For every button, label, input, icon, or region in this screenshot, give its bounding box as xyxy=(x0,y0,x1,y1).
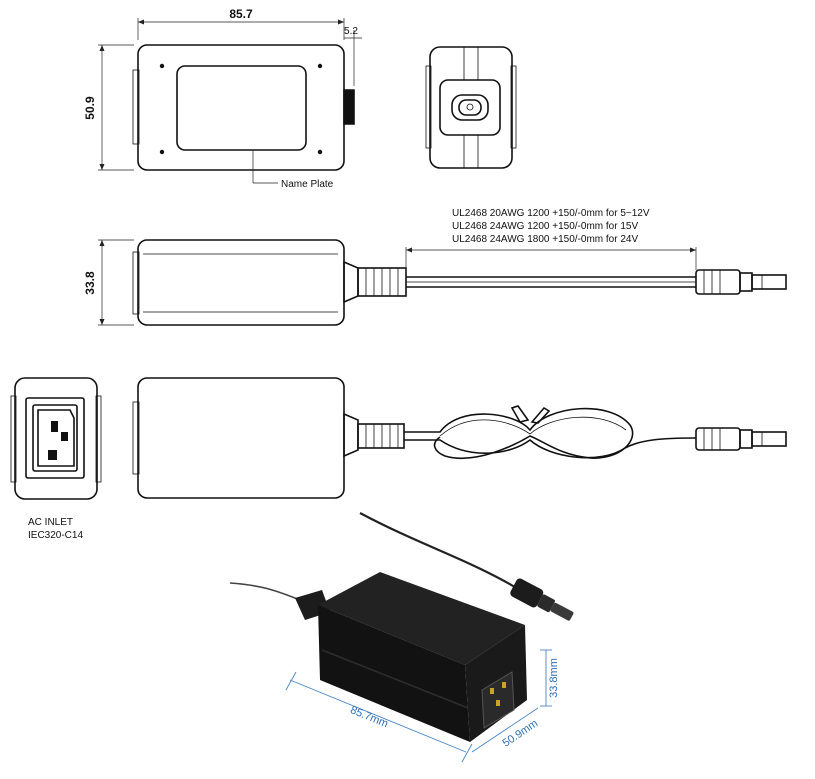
bottom-view xyxy=(132,377,787,499)
width-dimension-label: 85.7 xyxy=(229,7,253,21)
strain-relief-dimension-label: 5.2 xyxy=(344,26,358,37)
height-dimension-label: 33.8 xyxy=(83,271,97,295)
ac-inlet-type-label: IEC320-C14 xyxy=(28,530,83,541)
ac-inlet-view xyxy=(10,377,102,500)
cable-spec-line-3: UL2468 24AWG 1800 +150/-0mm for 24V xyxy=(452,234,638,245)
name-plate-label: Name Plate xyxy=(281,179,334,190)
product-photo xyxy=(229,512,574,763)
photo-depth-label: 50.9mm xyxy=(500,717,540,749)
cable-spec-line-2: UL2468 24AWG 1200 +150/-0mm for 15V xyxy=(452,221,638,232)
photo-length-label: 85.7mm xyxy=(348,704,389,730)
neutral-pin-slot xyxy=(61,432,68,441)
earth-pin-slot xyxy=(51,421,58,432)
name-plate-area xyxy=(176,65,307,151)
photo-height-label: 33.8mm xyxy=(548,658,560,698)
side-view xyxy=(98,239,787,326)
end-view-dc xyxy=(425,46,517,169)
live-pin-slot xyxy=(48,450,57,460)
top-view xyxy=(98,18,362,184)
depth-dimension-label: 50.9 xyxy=(83,96,97,120)
cable-spec-line-1: UL2468 20AWG 1200 +150/-0mm for 5~12V xyxy=(452,208,650,219)
ac-inlet-label: AC INLET xyxy=(28,517,73,528)
